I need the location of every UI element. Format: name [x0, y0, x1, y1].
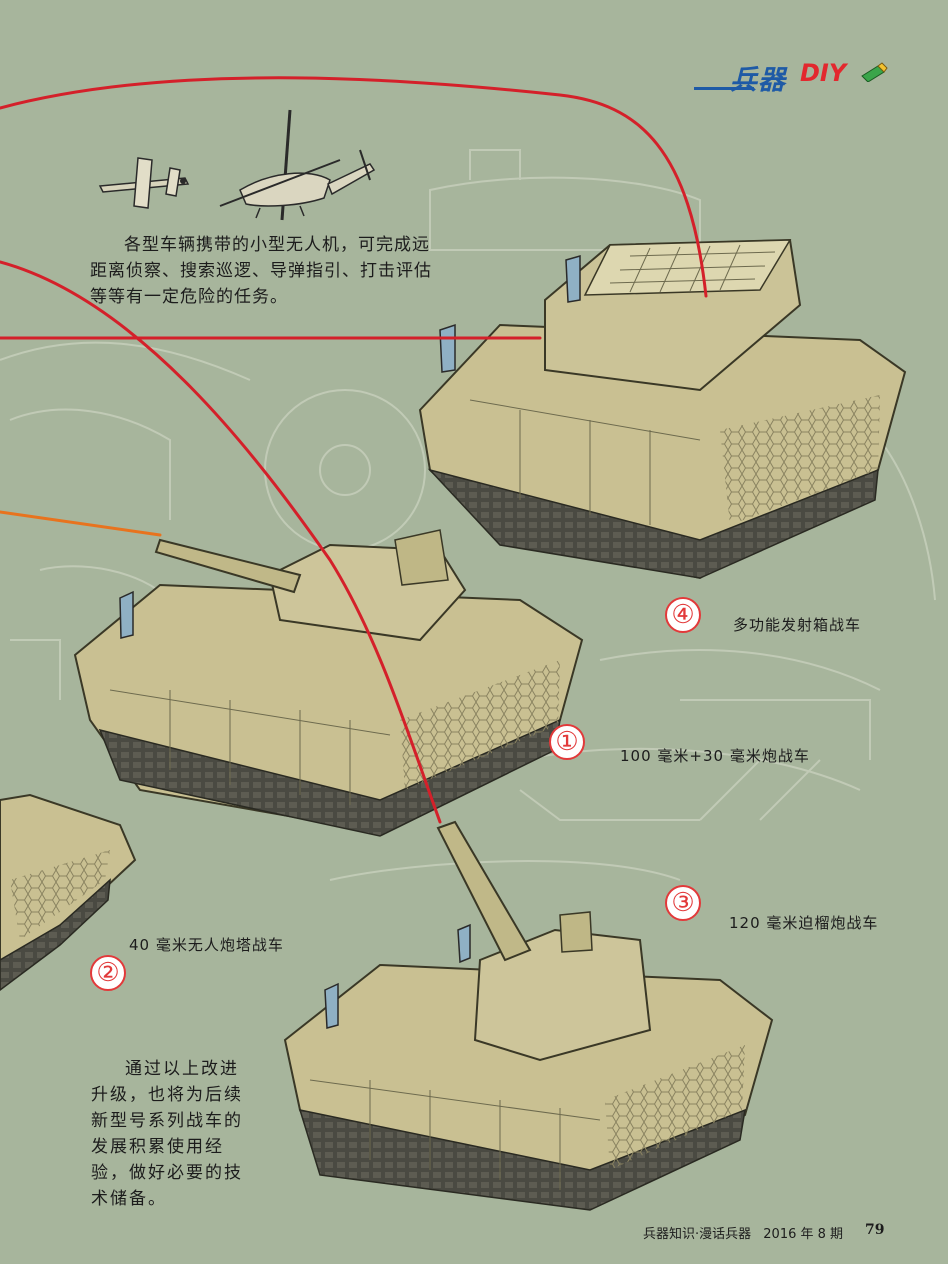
vehicle-3-badge: ③	[665, 885, 701, 921]
callout-lines	[0, 76, 708, 824]
vehicle-3-illustration	[283, 820, 774, 1211]
pencil-icon	[861, 62, 888, 82]
vehicle-4-illustration	[418, 238, 907, 580]
magazine-name: 兵器知识·漫话兵器	[643, 1227, 752, 1242]
logo-accent: DIY	[800, 59, 847, 87]
issue-number: 2016 年 8 期	[763, 1227, 844, 1242]
vehicle-1-illustration	[73, 529, 584, 837]
closing-paragraph: 通过以上改进升级，也将为后续新型号系列战车的发展积累使用经验，做好必要的技术储备…	[91, 1059, 243, 1209]
background-sketch	[0, 149, 936, 881]
vehicle-2-illustration	[0, 793, 137, 991]
vehicle-2-label: 40 毫米无人炮塔战车	[129, 936, 284, 954]
intro-paragraph: 各型车辆携带的小型无人机，可完成远距离侦察、搜索巡逻、导弹指引、打击评估等等有一…	[90, 235, 432, 307]
vehicle-4-badge: ④	[665, 597, 701, 633]
vehicle-3-label: 120 毫米迫榴炮战车	[729, 914, 879, 932]
vehicle-4-label: 多功能发射箱战车	[733, 616, 862, 634]
logo-main: 兵器	[730, 65, 786, 96]
page-footer: 兵器知识·漫话兵器 2016 年 8 期	[643, 1223, 843, 1242]
uav-drone-icon	[98, 157, 190, 209]
page-number: 79	[865, 1222, 885, 1238]
vehicle-2-badge: ②	[90, 955, 126, 991]
vehicle-1-label: 100 毫米+30 毫米炮战车	[620, 747, 810, 765]
vehicle-1-badge: ①	[549, 724, 585, 760]
unmanned-helicopter-icon	[219, 109, 376, 221]
logo-rule	[694, 87, 754, 90]
